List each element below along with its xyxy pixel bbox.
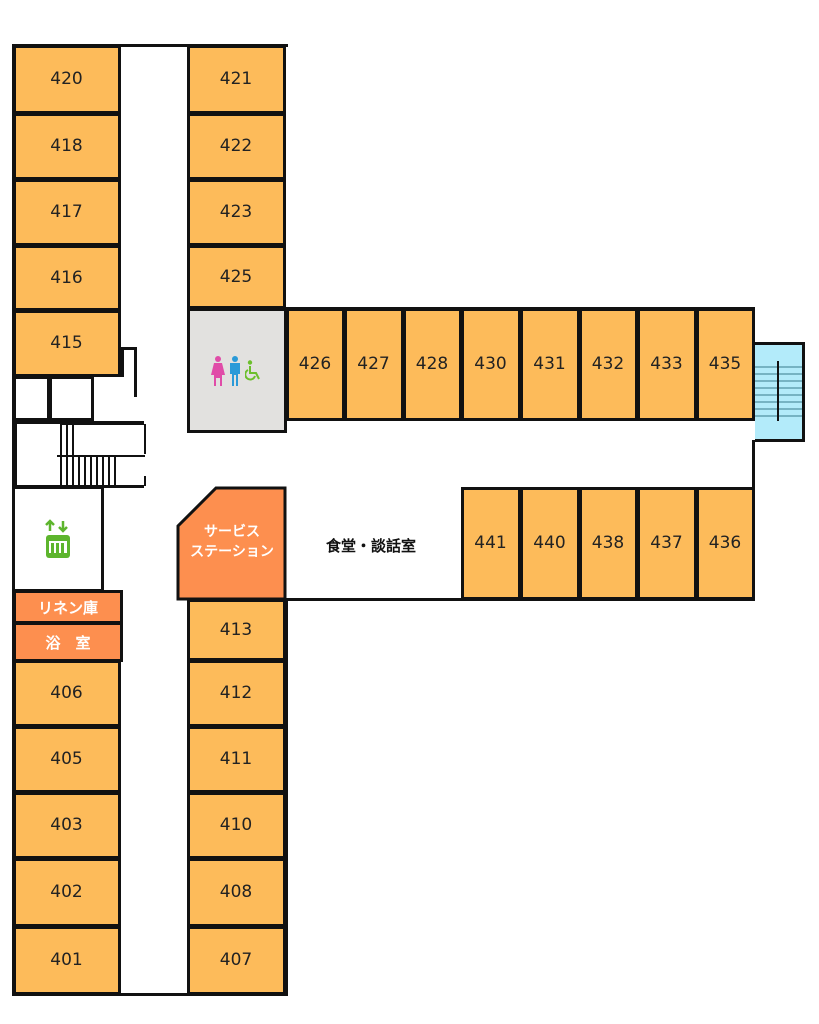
room[interactable]: 427 xyxy=(343,307,404,421)
stairs-icon xyxy=(755,361,802,421)
room[interactable]: 402 xyxy=(12,857,121,927)
room[interactable]: 435 xyxy=(695,307,755,421)
room[interactable]: 406 xyxy=(12,659,121,727)
service-station-label: ステーション xyxy=(190,544,274,560)
restroom-male-icon xyxy=(230,355,240,386)
room[interactable]: 440 xyxy=(519,486,580,600)
elevator-icon xyxy=(44,519,70,558)
elevator xyxy=(14,486,104,592)
room[interactable]: 438 xyxy=(578,486,638,600)
wall xyxy=(121,347,137,350)
room[interactable]: 417 xyxy=(12,178,121,246)
room[interactable]: 422 xyxy=(186,112,286,180)
dining-room-label[interactable]: 食堂・談話室 xyxy=(326,537,417,555)
linen-room[interactable]: リネン庫 xyxy=(13,590,123,624)
room[interactable]: 433 xyxy=(636,307,697,421)
restroom xyxy=(187,308,287,433)
stairwell xyxy=(14,421,146,488)
room[interactable]: 405 xyxy=(12,725,121,793)
room[interactable]: 436 xyxy=(695,486,755,600)
room[interactable]: 426 xyxy=(285,307,345,421)
room[interactable]: 413 xyxy=(186,598,286,661)
room[interactable]: 420 xyxy=(12,44,121,114)
room[interactable]: 415 xyxy=(12,309,121,377)
room[interactable]: 441 xyxy=(460,486,521,600)
wall xyxy=(752,440,755,490)
wall xyxy=(134,347,137,397)
room[interactable]: 418 xyxy=(12,112,121,180)
wall xyxy=(12,44,288,47)
room[interactable]: 408 xyxy=(186,857,286,927)
wall xyxy=(121,347,124,377)
wall xyxy=(12,993,288,996)
room[interactable]: 437 xyxy=(636,486,697,600)
restroom-female-icon xyxy=(211,355,225,386)
room[interactable]: 428 xyxy=(402,307,462,421)
room[interactable]: 421 xyxy=(186,44,286,114)
room[interactable]: 410 xyxy=(186,791,286,859)
room[interactable]: 412 xyxy=(186,659,286,727)
room[interactable]: 416 xyxy=(12,244,121,311)
utility-room xyxy=(48,375,94,421)
bath-room[interactable]: 浴 室 xyxy=(13,622,123,662)
service-station[interactable]: サービス ステーション xyxy=(178,522,286,562)
wheelchair-icon xyxy=(245,359,260,380)
room[interactable]: 432 xyxy=(578,307,638,421)
room[interactable]: 403 xyxy=(12,791,121,859)
room[interactable]: 425 xyxy=(186,244,286,309)
room[interactable]: 407 xyxy=(186,925,286,995)
room[interactable]: 423 xyxy=(186,178,286,246)
wall xyxy=(285,598,755,601)
east-stairwell xyxy=(755,342,805,442)
wall xyxy=(12,44,15,996)
service-station-label: サービス xyxy=(204,524,260,540)
utility-room xyxy=(12,375,50,421)
room[interactable]: 411 xyxy=(186,725,286,793)
room[interactable]: 431 xyxy=(519,307,580,421)
wall xyxy=(285,598,288,996)
room[interactable]: 430 xyxy=(460,307,521,421)
stairs-icon xyxy=(57,423,146,486)
room[interactable]: 401 xyxy=(12,925,121,995)
